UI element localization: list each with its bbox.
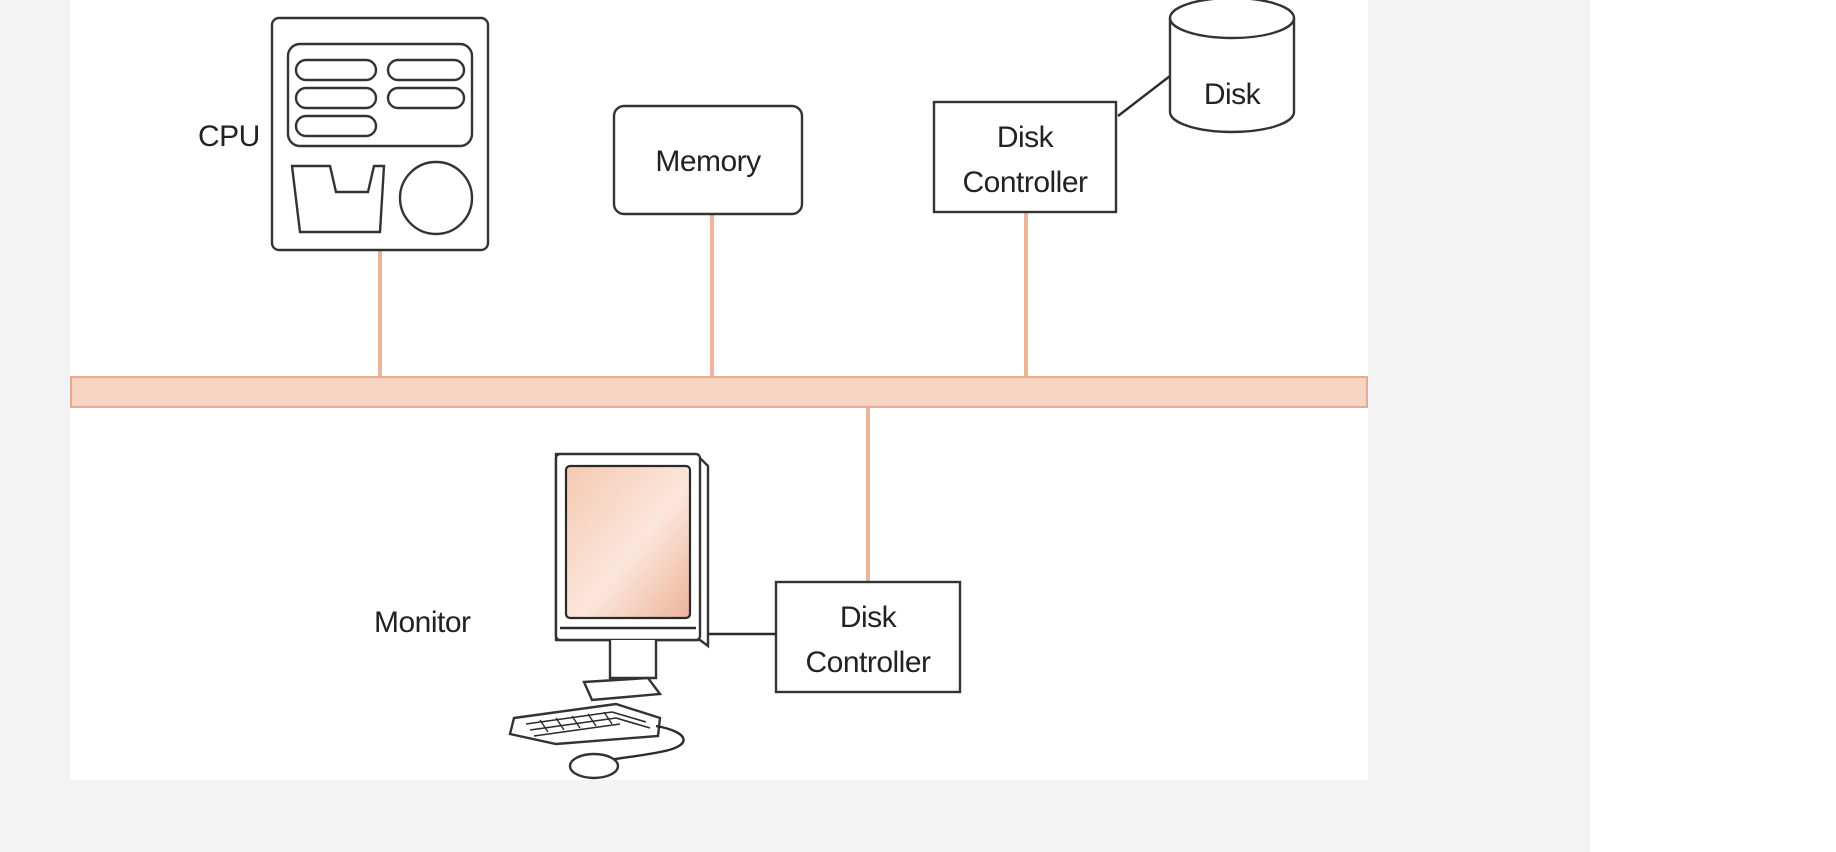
cpu-drive-slot-2 <box>386 58 466 82</box>
cpu-label: CPU <box>198 120 260 153</box>
disk-controller-bottom-label-line1: Disk <box>840 601 898 634</box>
right-margin-strip <box>1590 0 1836 852</box>
disk-controller-bottom-label-line2: Controller <box>805 646 931 679</box>
cpu-round-panel-icon <box>398 160 474 236</box>
disk-controller-top-box <box>932 100 1118 214</box>
monitor-label: Monitor <box>374 606 471 639</box>
disk-icon <box>1168 0 1296 134</box>
cpu-drive-slot-1 <box>294 58 378 82</box>
cpu-drive-slot-5 <box>294 114 378 138</box>
monitor-icon <box>508 452 710 780</box>
memory-label: Memory <box>655 145 761 178</box>
disk-controller-top-label-line1: Disk <box>997 121 1055 154</box>
cpu-drive-slot-3 <box>294 86 378 110</box>
system-bus <box>70 376 1368 408</box>
cpu-drive-slot-4 <box>386 86 466 110</box>
cpu-unit <box>270 16 490 252</box>
disk-cable <box>1117 75 1171 117</box>
disk-controller-bottom-box <box>774 580 962 694</box>
disk-label: Disk <box>1204 78 1262 111</box>
disk-controller-top-label-line2: Controller <box>962 166 1088 199</box>
cpu-tray-icon <box>290 164 386 234</box>
memory-box <box>612 104 804 216</box>
